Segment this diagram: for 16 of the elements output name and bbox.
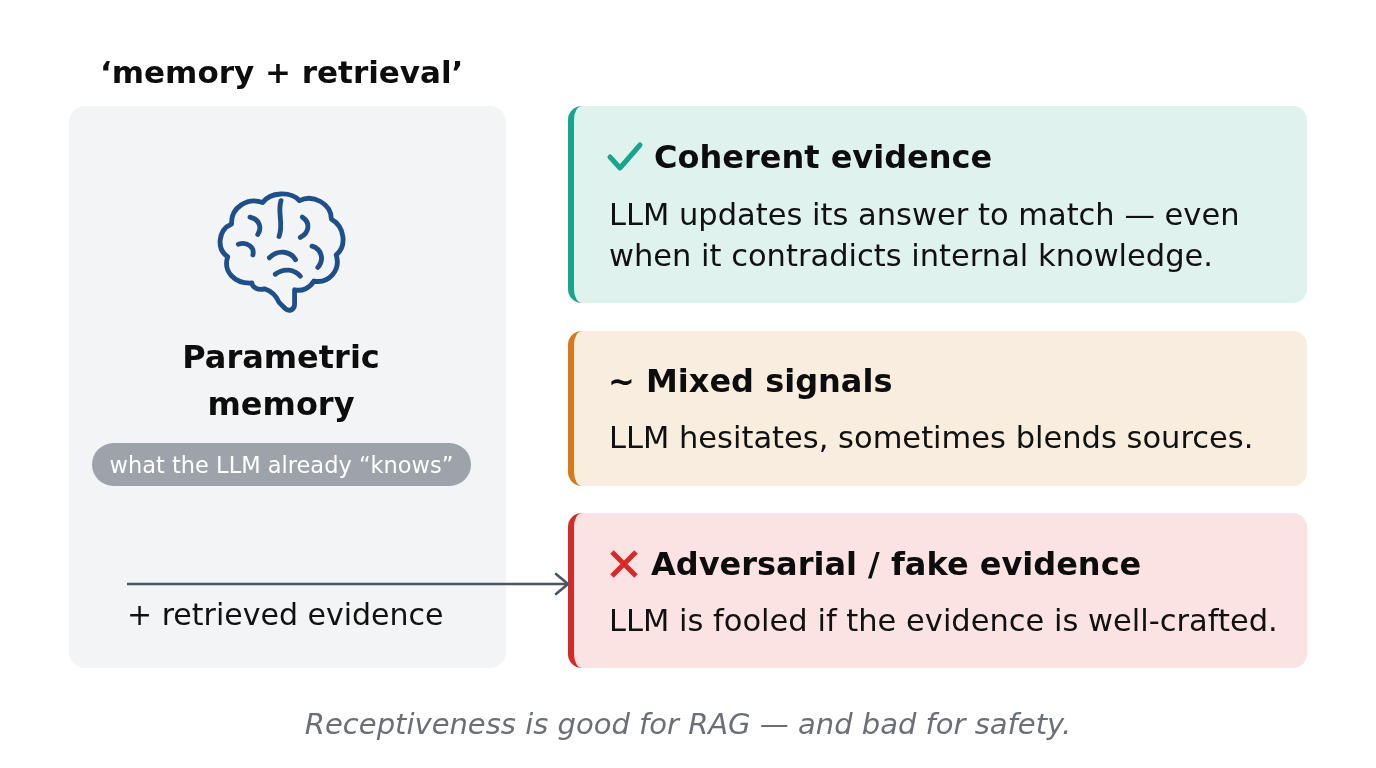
card-heading: Coherent evidence	[654, 137, 993, 177]
card-heading: Adversarial / fake evidence	[651, 544, 1142, 584]
card-body: LLM hesitates, sometimes blends sources.	[609, 419, 1254, 457]
diagram-caption: Receptiveness is good for RAG — and bad for safety.	[304, 706, 1072, 742]
note-pill: what the LLM already “knows”	[92, 443, 471, 486]
panel-heading: Parametric memory	[181, 337, 381, 425]
diagram-title: ‘memory + retrieval’	[100, 53, 464, 92]
card-body: LLM updates its answer to match — even when it contradicts internal knowledge.	[609, 196, 1241, 275]
evidence-card	[568, 331, 1307, 486]
edge-label: + retrieved evidence	[127, 597, 444, 633]
evidence-card	[568, 513, 1307, 668]
memory-panel	[69, 106, 506, 668]
card-heading: ~ Mixed signals	[608, 361, 893, 401]
evidence-card	[568, 106, 1307, 303]
arrow	[127, 572, 570, 596]
card-body: LLM is fooled if the evidence is well-crafted.	[609, 602, 1278, 640]
